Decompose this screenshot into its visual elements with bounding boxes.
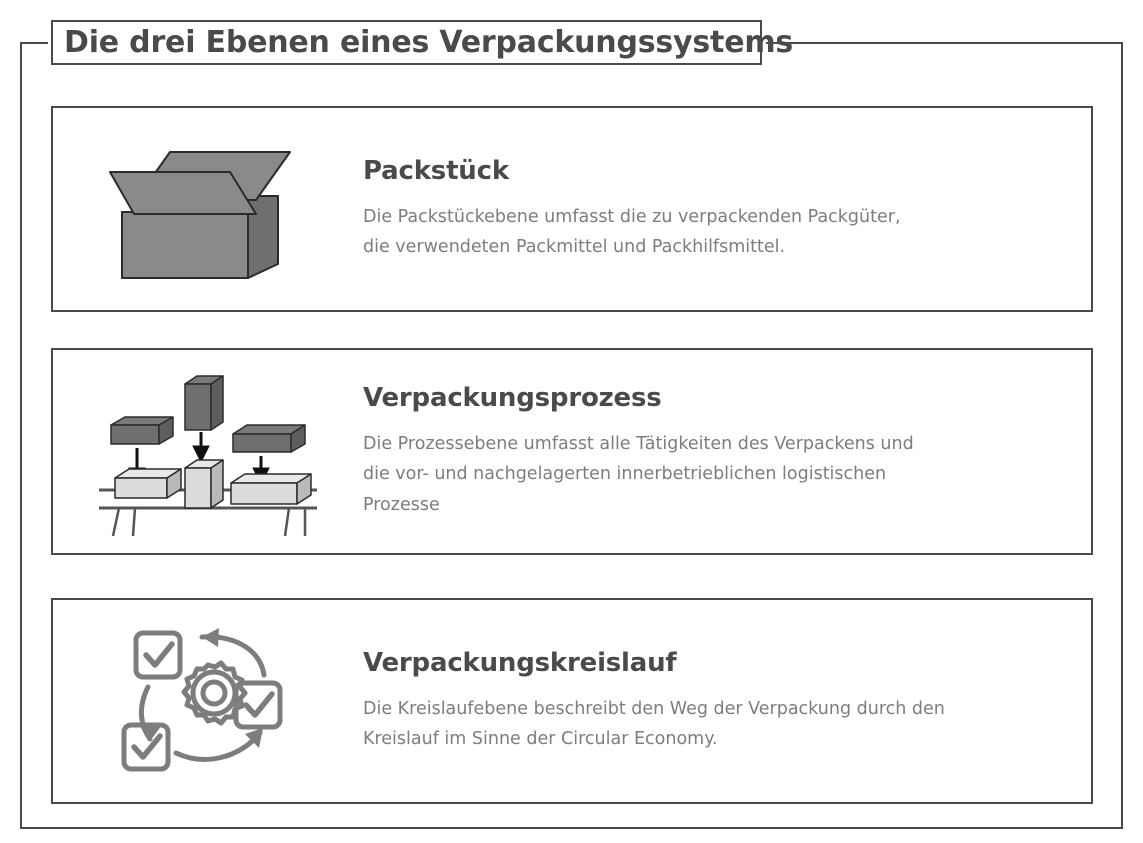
- level-description: Die Kreislaufebene beschreibt den Weg de…: [363, 698, 945, 749]
- conveyor-packing-icon: [53, 368, 363, 536]
- diagram-title-box: Die drei Ebenen eines Verpackungssystems: [51, 20, 793, 65]
- page-title: Die drei Ebenen eines Verpackungssystems: [64, 25, 794, 60]
- level-heading: Verpackungskreislauf: [363, 647, 677, 678]
- level-description: Die Packstückebene umfasst die zu verpac…: [363, 206, 901, 257]
- level-card-verpackungsprozess: Verpackungsprozess Die Prozessebene umfa…: [51, 348, 1093, 555]
- open-box-icon: [53, 134, 363, 284]
- circular-economy-gear-icon: [53, 621, 363, 781]
- level-heading: Verpackungsprozess: [363, 383, 662, 414]
- level-card-verpackungskreislauf: Verpackungskreislauf Die Kreislaufebene …: [51, 598, 1093, 804]
- level-heading: Packstück: [363, 155, 509, 186]
- level-card-body: Verpackungskreislauf Die Kreislaufebene …: [363, 648, 1091, 754]
- level-card-packstueck: Packstück Die Packstückebene umfasst die…: [51, 106, 1093, 312]
- level-card-body: Verpackungsprozess Die Prozessebene umfa…: [363, 383, 1091, 519]
- level-description: Die Prozessebene umfasst alle Tätigkeite…: [363, 434, 914, 515]
- level-card-body: Packstück Die Packstückebene umfasst die…: [363, 156, 1091, 262]
